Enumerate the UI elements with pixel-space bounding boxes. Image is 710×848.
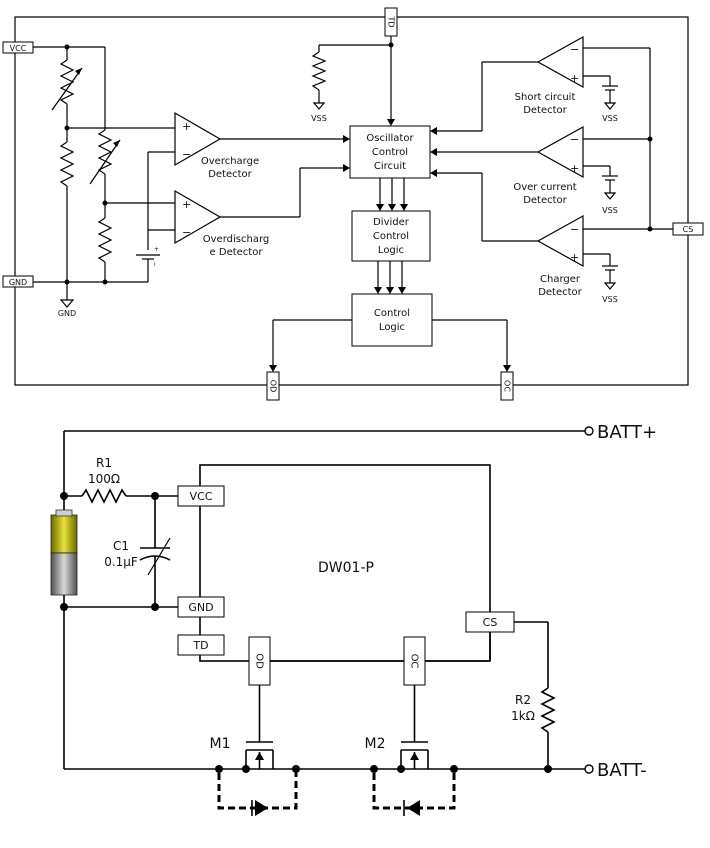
pin-td: TD [384, 7, 398, 37]
svg-text:+: + [154, 246, 159, 253]
svg-text:GND: GND [188, 601, 213, 614]
ic-name: DW01-P [318, 560, 374, 576]
short-circuit-detector: − + VSS Short circuit Detector [430, 35, 650, 135]
svg-text:+: + [570, 251, 579, 264]
svg-text:Overdischarg: Overdischarg [203, 234, 269, 245]
svg-text:Over current: Over current [513, 182, 576, 193]
svg-text:VSS: VSS [602, 114, 618, 123]
charger-detector: − + VSS Charger Detector [430, 169, 650, 304]
batt-plus-label: BATT+ [597, 422, 657, 443]
svg-text:VCC: VCC [10, 44, 27, 53]
svg-text:VSS: VSS [311, 114, 327, 123]
svg-text:−: − [182, 148, 191, 161]
ic-pin-cs: CS [465, 611, 515, 633]
svg-text:Charger: Charger [540, 274, 581, 285]
svg-text:−: − [570, 133, 579, 146]
pin-cs: CS [672, 222, 704, 236]
svg-text:GND: GND [58, 309, 76, 318]
capacitor-c1: C1 0.1μF [104, 496, 171, 611]
block-diagram: VCC GND TD CS OD OC [2, 7, 704, 401]
svg-text:VSS: VSS [602, 206, 618, 215]
ic-pin-gnd: GND [177, 596, 225, 618]
svg-text:Detector: Detector [538, 287, 582, 298]
svg-text:Detector: Detector [208, 169, 252, 180]
pin-oc: OC [500, 371, 514, 401]
overcharge-comparator: + − Overcharge Detector [67, 111, 350, 180]
svg-text:VSS: VSS [602, 295, 618, 304]
svg-text:OC: OC [409, 654, 420, 669]
right-detector-bus [647, 48, 673, 232]
resistor-r1: R1 100Ω [64, 456, 178, 504]
svg-text:R1: R1 [96, 456, 112, 470]
svg-text:ı: ı [154, 261, 156, 268]
control-logic: Control Logic [269, 293, 511, 372]
svg-text:Divider: Divider [373, 217, 410, 228]
svg-text:Circuit: Circuit [374, 161, 406, 172]
svg-text:Logic: Logic [379, 322, 405, 333]
svg-text:GND: GND [9, 278, 27, 287]
svg-text:Control: Control [373, 231, 409, 242]
resistor-r2: R2 1kΩ [511, 621, 556, 773]
svg-text:VCC: VCC [190, 490, 213, 503]
svg-text:Detector: Detector [523, 195, 567, 206]
svg-text:M2: M2 [365, 736, 386, 752]
svg-text:C1: C1 [113, 539, 129, 553]
svg-text:Overcharge: Overcharge [201, 156, 259, 167]
svg-text:Logic: Logic [378, 245, 404, 256]
svg-text:−: − [182, 226, 191, 239]
ic-pin-vcc: VCC [177, 485, 225, 507]
vcc-divider-network: GND + ı [33, 44, 160, 318]
svg-text:Control: Control [374, 308, 410, 319]
svg-text:R2: R2 [515, 693, 531, 707]
svg-text:Control: Control [372, 147, 408, 158]
svg-text:−: − [570, 43, 579, 56]
svg-text:+: + [182, 198, 191, 211]
pin-vcc: VCC [2, 41, 34, 54]
divider-to-control-arrows [374, 261, 406, 294]
svg-text:+: + [182, 120, 191, 133]
pin-od: OD [266, 371, 280, 401]
svg-text:CS: CS [683, 225, 694, 234]
svg-text:Detector: Detector [523, 105, 567, 116]
svg-text:M1: M1 [210, 736, 231, 752]
svg-text:CS: CS [483, 616, 498, 629]
svg-text:e Detector: e Detector [210, 247, 264, 258]
battery-cell [50, 509, 78, 596]
ic-pin-oc: OC [403, 636, 426, 686]
svg-text:0.1μF: 0.1μF [104, 555, 138, 569]
ic-pin-td: TD [177, 634, 225, 656]
ic-pin-od: OD [248, 636, 271, 686]
batt-plus-terminal [584, 426, 594, 436]
svg-text:100Ω: 100Ω [88, 472, 120, 486]
chip-outline [14, 16, 689, 386]
application-circuit: BATT+ [50, 422, 657, 816]
svg-text:−: − [570, 223, 579, 236]
svg-text:+: + [570, 162, 579, 175]
mosfet-m2: M2 [365, 685, 458, 816]
batt-minus-terminal [584, 764, 594, 774]
over-current-detector: − + VSS Over current Detector [430, 125, 650, 215]
svg-text:+: + [570, 72, 579, 85]
osc-to-divider-arrows [376, 178, 408, 211]
svg-text:TD: TD [192, 639, 208, 652]
svg-text:Oscillator: Oscillator [366, 133, 414, 144]
svg-text:Short circuit: Short circuit [515, 92, 576, 103]
mosfet-m1: M1 [210, 685, 300, 816]
oscillator-control-circuit: Oscillator Control Circuit [349, 125, 431, 179]
td-network: VSS [311, 36, 395, 126]
divider-control-logic: Divider Control Logic [351, 210, 431, 262]
svg-text:OD: OD [269, 380, 278, 392]
batt-minus-label: BATT- [597, 760, 647, 781]
pin-gnd: GND [2, 275, 34, 288]
svg-text:OD: OD [254, 653, 265, 669]
overdischarge-comparator: + − Overdischarg e Detector [105, 164, 350, 258]
svg-text:1kΩ: 1kΩ [511, 709, 535, 723]
svg-text:TD: TD [387, 15, 396, 27]
svg-text:OC: OC [503, 380, 512, 392]
